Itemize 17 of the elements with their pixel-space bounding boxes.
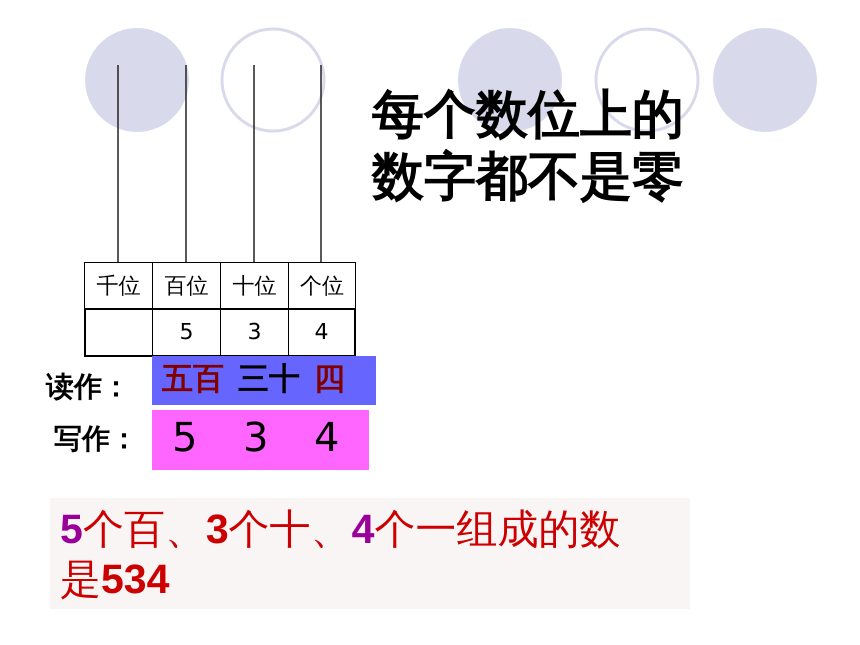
row-label: 写作： [54, 421, 138, 457]
table-cell: 5 [152, 308, 221, 357]
reading-text: 三十 [238, 362, 300, 396]
summary-text: 5个百、3个十、4个一组成的数是534 [60, 504, 622, 604]
table-cell: 4 [288, 308, 356, 357]
table-cell: 千位 [84, 262, 153, 309]
row-label: 读作： [46, 369, 130, 405]
reading-box [152, 356, 376, 405]
title: 每个数位上的数字都不是零 [372, 84, 685, 208]
digit-text: 4 [314, 416, 340, 460]
digit-text: 5 [172, 416, 198, 460]
reading-text: 四 [314, 362, 345, 396]
digit-text: 3 [243, 416, 268, 460]
writing-box [152, 410, 369, 470]
table-cell: 3 [220, 308, 289, 357]
reading-text: 五百 [162, 362, 224, 396]
table-cell: 个位 [288, 262, 356, 309]
